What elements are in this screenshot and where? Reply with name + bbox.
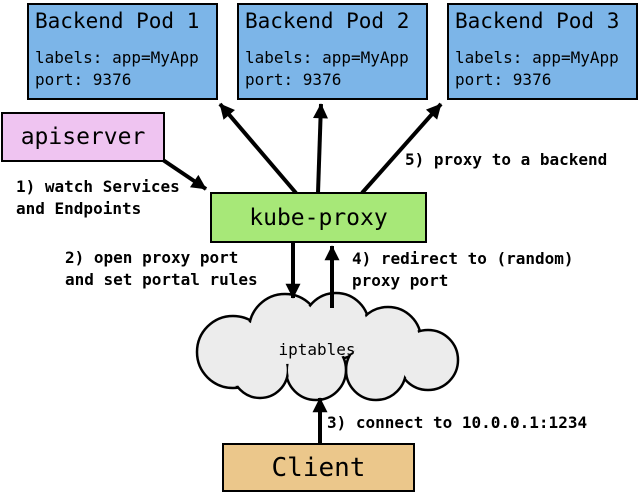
pod-port: port: 9376	[245, 70, 342, 89]
kube-proxy-node: kube-proxy	[210, 192, 427, 243]
pod-title: Backend Pod 2	[245, 9, 410, 33]
pod-labels: labels: app=MyApp	[245, 48, 409, 67]
arrows	[161, 102, 443, 443]
pod-port: port: 9376	[455, 70, 552, 89]
kube-proxy-label: kube-proxy	[249, 204, 388, 231]
annotation-step5-proxy-to-backend: 5) proxy to a backend	[405, 150, 608, 169]
annotation-step1-watch-services: 1) watch Services and Endpoints	[16, 177, 180, 218]
pod-title: Backend Pod 1	[35, 9, 200, 33]
apiserver-node: apiserver	[1, 112, 165, 162]
backend-pod-3: Backend Pod 3 labels: app=MyApp port: 93…	[447, 3, 638, 100]
pod-details: labels: app=MyApp port: 9376	[455, 47, 636, 91]
arrow-kubeproxy-to-pod1	[218, 102, 298, 195]
annotation-step4-redirect: 4) redirect to (random) proxy port	[352, 249, 574, 290]
pod-details: labels: app=MyApp port: 9376	[35, 47, 216, 91]
annotation-step2-open-proxy-port: 2) open proxy port and set portal rules	[65, 248, 258, 289]
backend-pod-2: Backend Pod 2 labels: app=MyApp port: 93…	[237, 3, 428, 100]
client-label: Client	[271, 452, 366, 483]
pod-details: labels: app=MyApp port: 9376	[245, 47, 426, 91]
pod-labels: labels: app=MyApp	[35, 48, 199, 67]
backend-pod-1: Backend Pod 1 labels: app=MyApp port: 93…	[27, 3, 218, 100]
pod-title: Backend Pod 3	[455, 9, 620, 33]
client-node: Client	[222, 443, 415, 492]
arrow-kubeproxy-to-pod2	[313, 103, 329, 194]
pod-labels: labels: app=MyApp	[455, 48, 619, 67]
pod-port: port: 9376	[35, 70, 132, 89]
iptables-cloud-shape	[195, 291, 460, 402]
apiserver-label: apiserver	[20, 124, 146, 150]
arrow-kubeproxy-to-pod3	[360, 102, 443, 195]
iptables-label: iptables	[278, 340, 356, 359]
annotation-step3-connect: 3) connect to 10.0.0.1:1234	[327, 413, 588, 432]
arrow-apiserver-to-kubeproxy	[161, 158, 208, 191]
